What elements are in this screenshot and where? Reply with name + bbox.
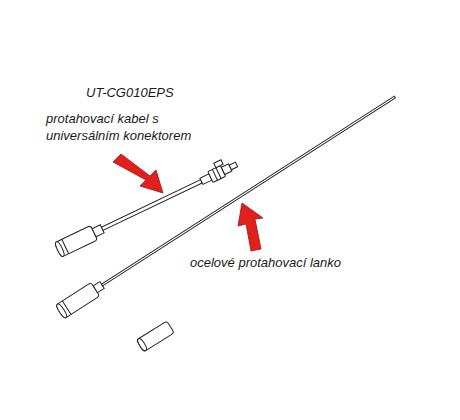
product-code: UT-CG010EPS (86, 84, 206, 101)
pulling-cable (53, 155, 240, 258)
callout-label: protahovací kabel s universálním konekto… (46, 110, 211, 144)
coupling-tube (136, 321, 174, 352)
callout-label: ocelové protahovací lanko (190, 254, 390, 271)
red-arrows (113, 154, 263, 251)
